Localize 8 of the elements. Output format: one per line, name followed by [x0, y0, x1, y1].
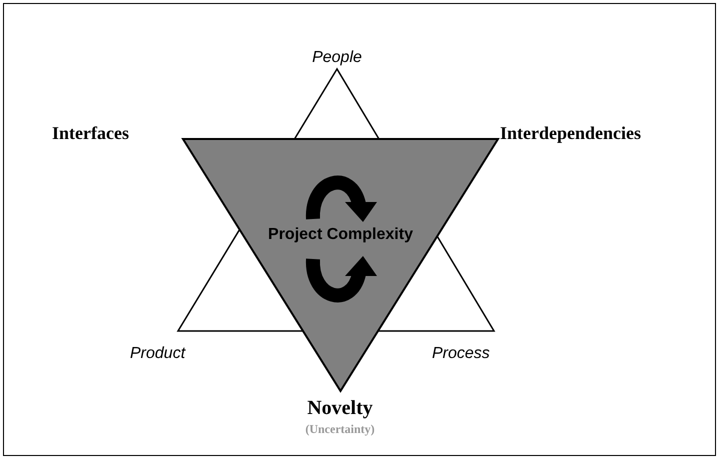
vertex-label: Process: [432, 346, 490, 362]
corner-label: Novelty: [307, 398, 373, 418]
node-title: Project Complexity: [268, 227, 413, 243]
vertex-label: Product: [130, 346, 186, 362]
corner-label: Interdependencies: [500, 124, 641, 142]
sub-label: (Uncertainty): [305, 423, 375, 435]
corner-label: Interfaces: [52, 124, 129, 142]
vertex-label: People: [312, 50, 362, 66]
